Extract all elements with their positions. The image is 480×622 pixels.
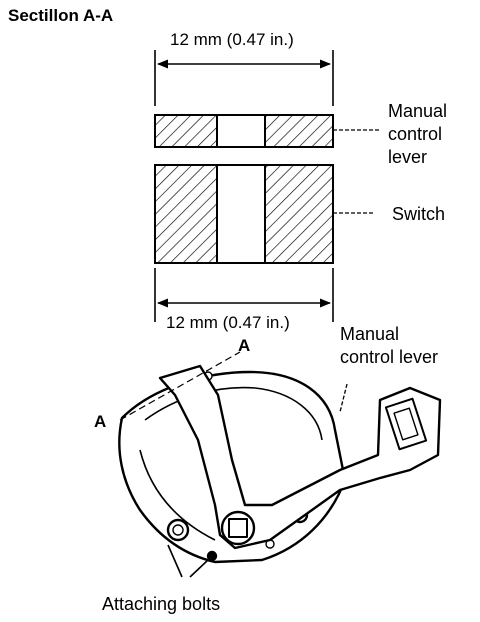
section-marker-left: A (94, 412, 107, 431)
section-leaders (333, 129, 380, 214)
attaching-bolts-label: Attaching bolts (102, 594, 221, 614)
manual-control-lever-assembly-label: Manual control lever (340, 323, 438, 369)
switch-assembly (118, 351, 442, 578)
assembly-label-line-2: control lever (340, 347, 439, 367)
bottom-dimension (154, 268, 334, 322)
switch-section (154, 164, 334, 264)
top-dimension (154, 50, 334, 106)
manual-control-lever-line-3: lever (388, 147, 428, 167)
section-title: Sectillon A-A (8, 6, 114, 25)
bottom-dimension-label: 12 mm (0.47 in.) (166, 313, 290, 332)
lever-section (154, 114, 334, 148)
assembly-label-line-1: Manual (340, 324, 400, 344)
switch-label: Switch (392, 204, 446, 224)
manual-control-lever-line-1: Manual (388, 101, 448, 121)
manual-control-lever-label: Manual control lever (388, 100, 447, 169)
section-marker-top: A (238, 336, 251, 355)
top-dimension-label: 12 mm (0.47 in.) (170, 30, 294, 49)
manual-control-lever-line-2: control (388, 124, 443, 144)
